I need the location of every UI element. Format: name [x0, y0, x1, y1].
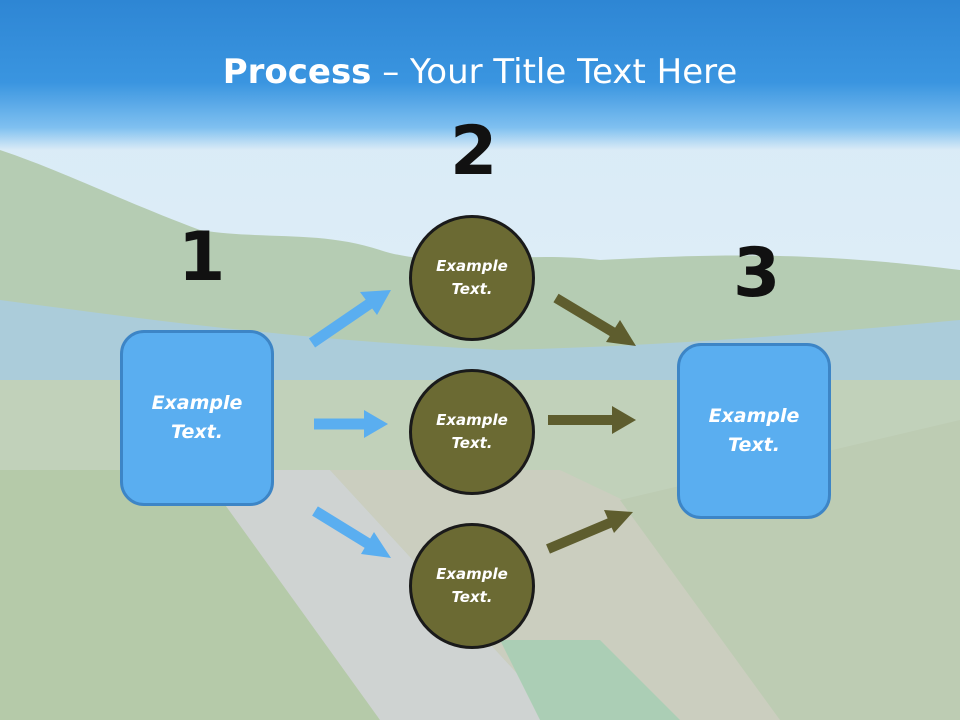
arrow-1-to-middle: [314, 410, 388, 438]
step-2-circle-bottom: Example Text.: [409, 523, 535, 649]
arrow-1-to-top: [308, 290, 391, 348]
step-2-circle-top: Example Text.: [409, 215, 535, 341]
step-3-text: Example Text.: [708, 405, 800, 456]
arrow-middle-to-3: [548, 406, 636, 434]
title-bold: Process: [222, 52, 372, 92]
title-rest: – Your Title Text Here: [371, 52, 738, 92]
step-number-1: 1: [178, 218, 226, 297]
circle-middle-text: Example Text.: [436, 411, 508, 452]
arrow-1-to-bottom: [312, 506, 391, 558]
step-1-text: Example Text.: [151, 392, 243, 443]
step-2-circle-middle: Example Text.: [409, 369, 535, 495]
arrow-top-to-3: [553, 293, 636, 346]
circle-top-text: Example Text.: [436, 257, 508, 298]
step-3-box: Example Text.: [677, 343, 831, 519]
title-bar: [0, 0, 960, 150]
step-1-box: Example Text.: [120, 330, 274, 506]
arrow-bottom-to-3: [546, 510, 633, 554]
page-title: Process – Your Title Text Here: [0, 52, 960, 92]
step-number-3: 3: [733, 234, 781, 313]
circle-bottom-text: Example Text.: [436, 565, 508, 606]
step-number-2: 2: [450, 112, 498, 191]
